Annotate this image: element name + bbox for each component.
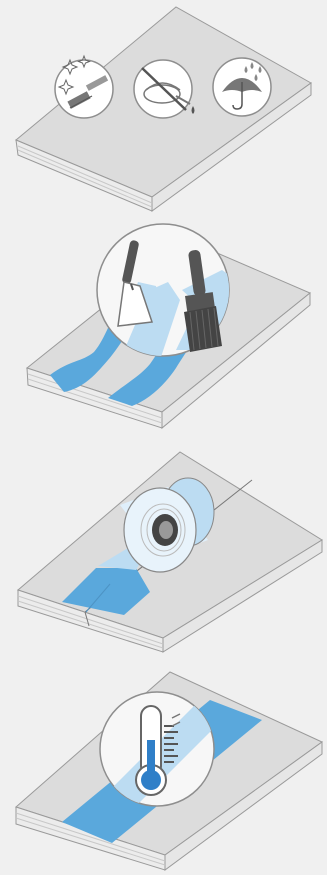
clean-brush-sparkle-icon: [55, 56, 113, 118]
step-apply-tape-panel: [18, 452, 322, 652]
step-apply-primer-panel: [27, 224, 310, 428]
dry-surface-umbrella-icon: [213, 58, 271, 116]
step-temperature-panel: [16, 672, 322, 870]
step-prepare-surface-panel: [16, 7, 311, 211]
